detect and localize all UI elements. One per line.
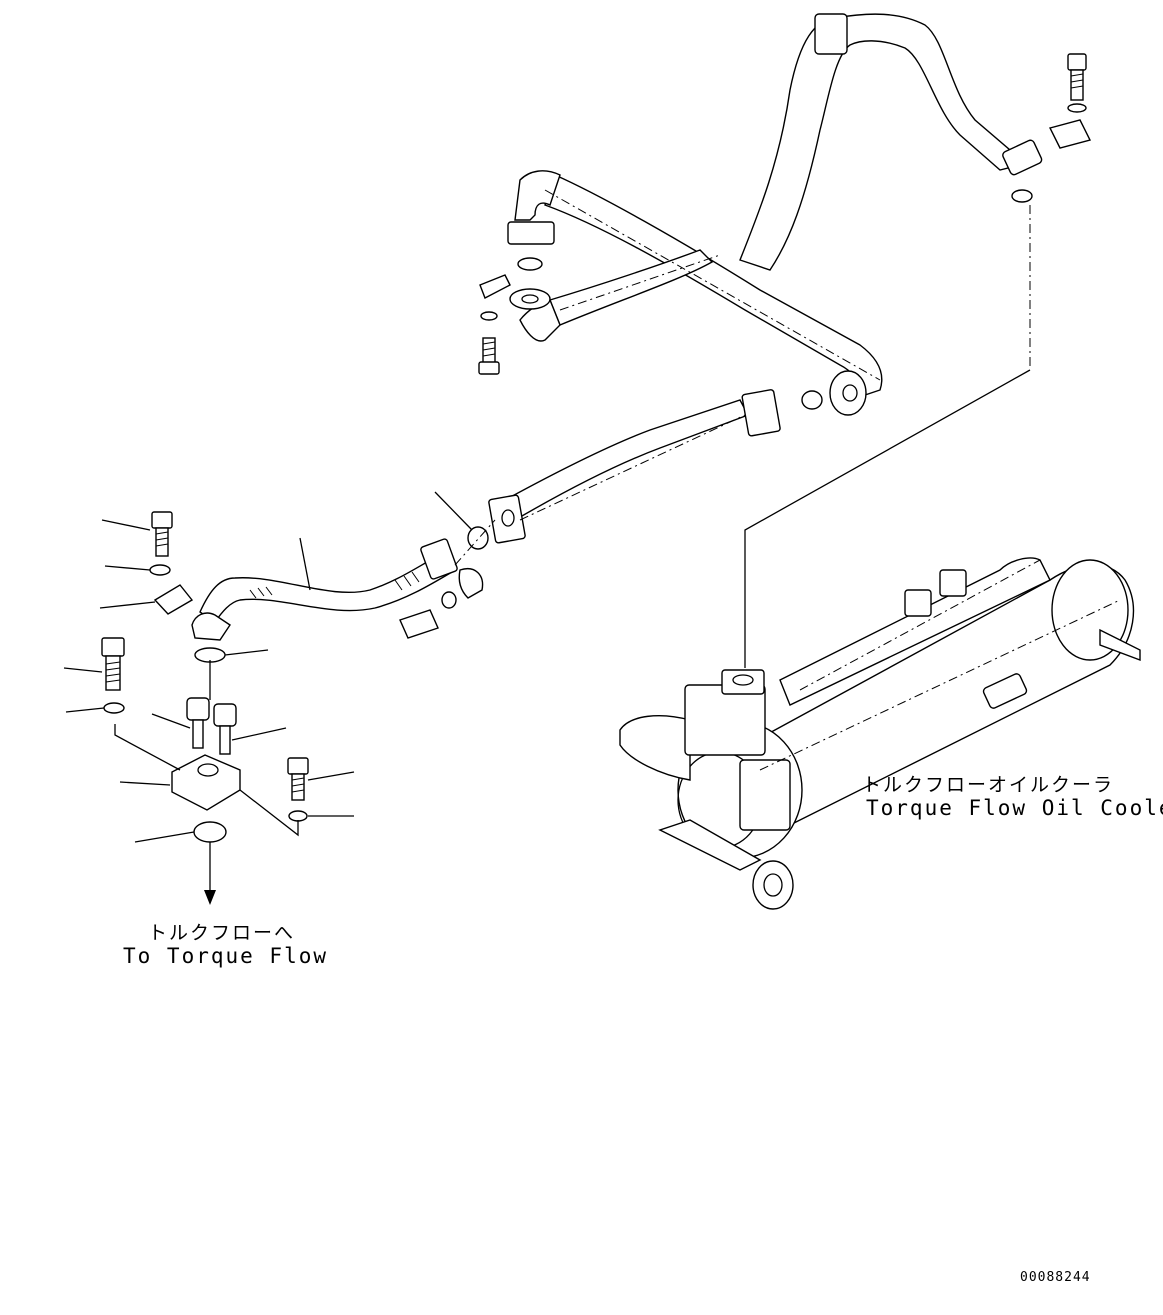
cooler-label-en: Torque Flow Oil Cooler: [866, 796, 1163, 820]
left-fasteners: [63, 511, 355, 905]
upper-fasteners: [478, 53, 1092, 410]
cooler-label-jp: トルクフローオイルクーラ: [862, 774, 1115, 796]
middle-pipe: [488, 389, 781, 544]
to-torque-flow-label-en: To Torque Flow: [123, 944, 329, 968]
o-ring-middle: [434, 491, 489, 550]
oil-cooler: [619, 369, 1141, 910]
lower-left-hose: [191, 537, 484, 641]
to-torque-flow-label-jp: トルクフローへ: [148, 922, 296, 944]
upper-cross-pipe: [507, 13, 1043, 416]
drawing-number: 00088244: [1020, 1270, 1091, 1285]
